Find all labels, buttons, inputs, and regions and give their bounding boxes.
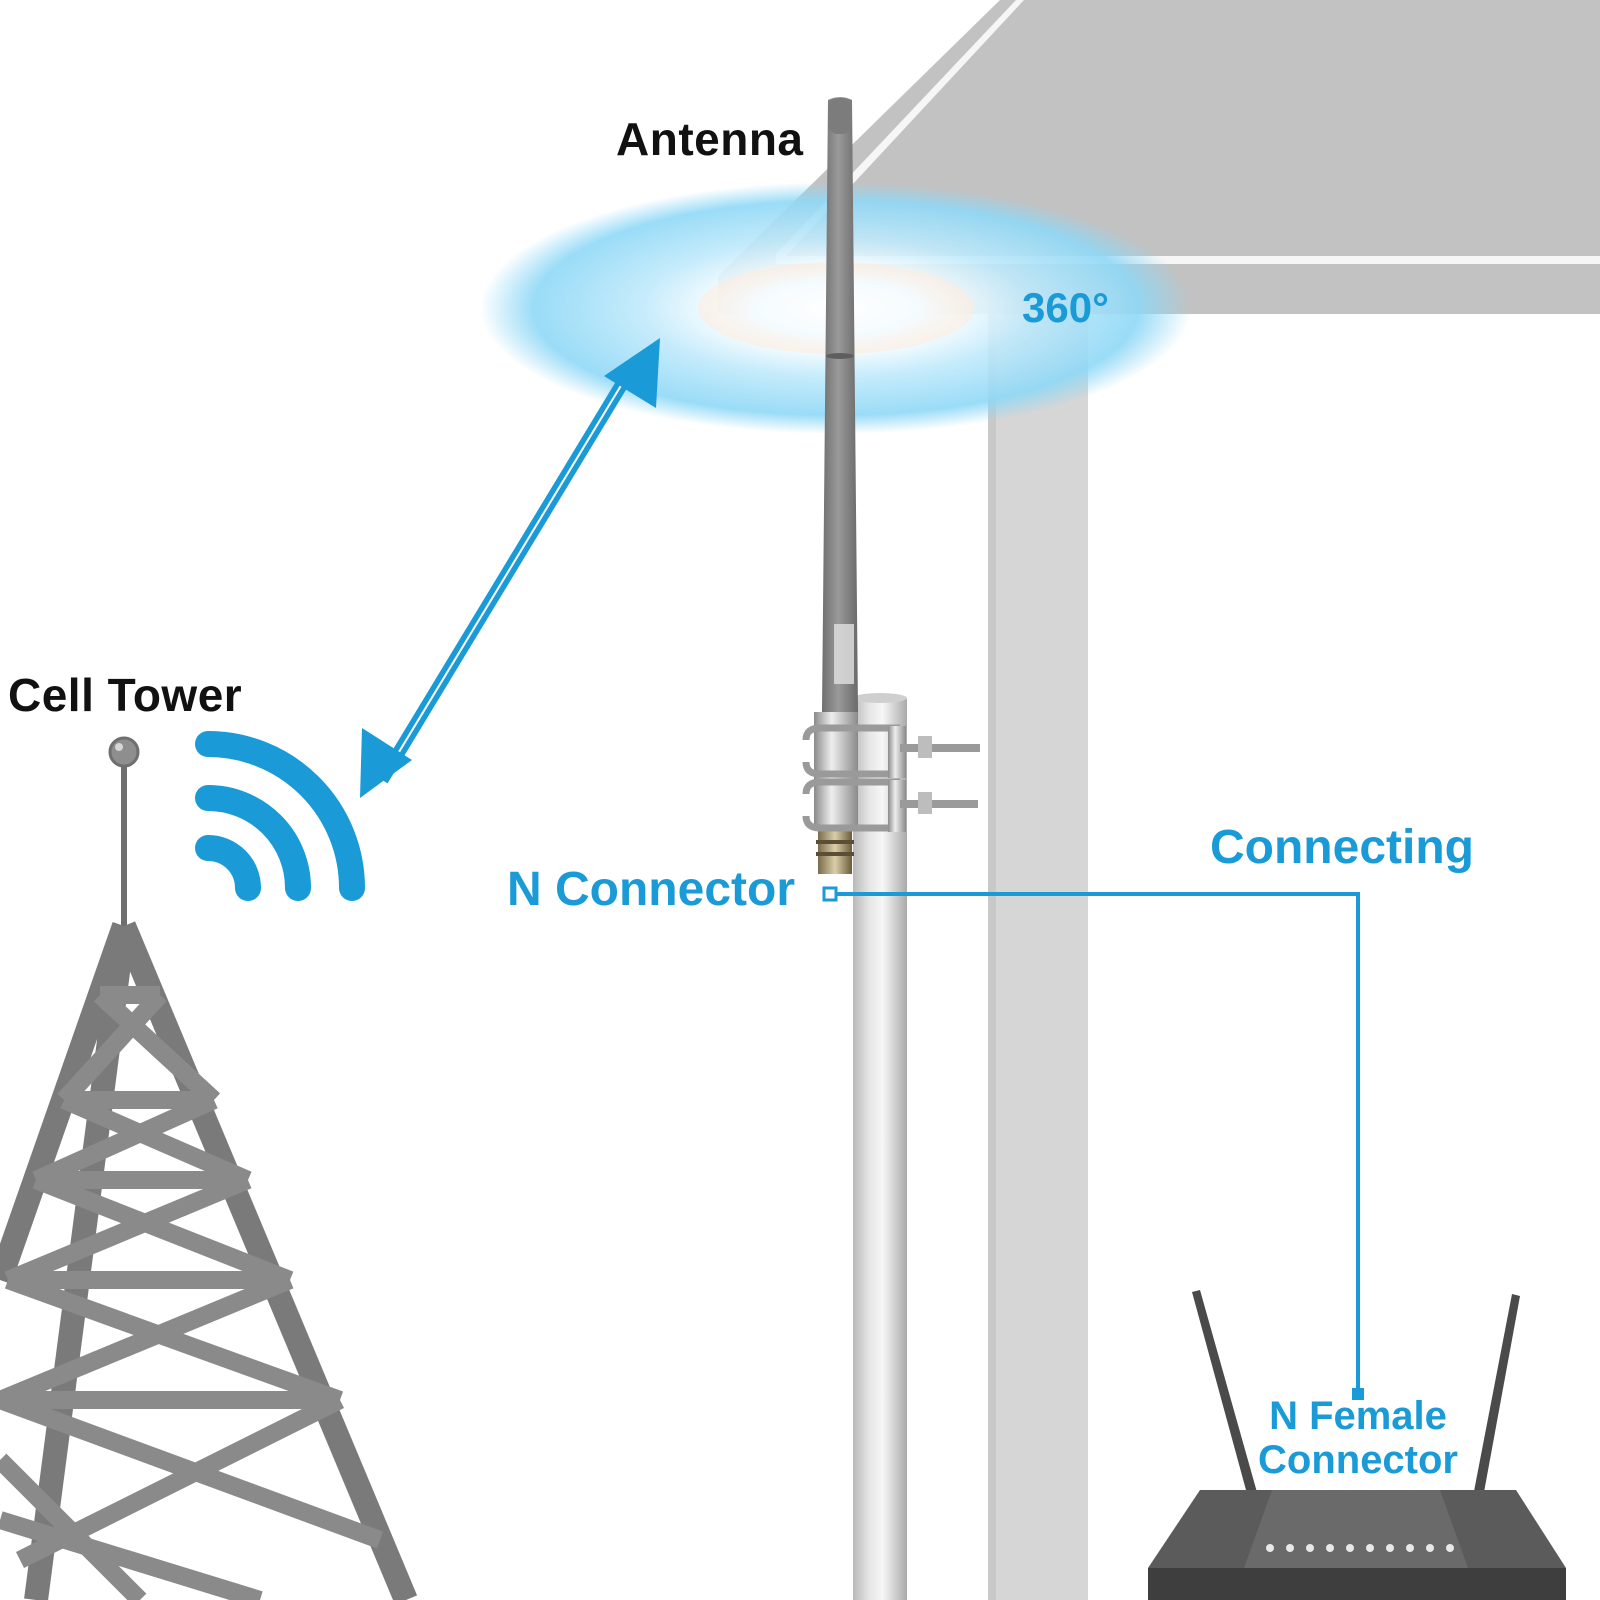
connector-dot [1352, 1388, 1364, 1400]
signal-waves-icon [195, 731, 365, 901]
clamp-lower [802, 778, 978, 832]
pole-body [853, 698, 907, 1600]
pole-top [853, 693, 907, 703]
connector-ridge [816, 852, 854, 856]
antenna-tip [828, 98, 852, 134]
arrow-head-bottom [360, 728, 412, 798]
router-antenna-right [1470, 1294, 1520, 1514]
n-female-connector-label: N Female Connector [1258, 1394, 1458, 1482]
connector-ridge [816, 840, 854, 844]
antenna-sticker [834, 624, 854, 684]
antenna-joint [826, 353, 854, 359]
wall-column [988, 314, 1088, 1600]
wall-column-shade [988, 314, 996, 1600]
connection-line [822, 886, 1364, 1400]
mounting-pole [853, 693, 907, 1600]
router-top-facet [1244, 1490, 1468, 1568]
n-connector-label: N Connector [507, 863, 795, 916]
connecting-label: Connecting [1210, 821, 1474, 874]
arrow-head-top [604, 338, 660, 408]
arrow-shaft-highlight [381, 373, 629, 781]
double-arrow-icon [360, 338, 660, 798]
router-antenna-left [1192, 1290, 1262, 1512]
coverage-label: 360° [1022, 284, 1109, 331]
router-icon [1148, 1290, 1566, 1600]
tower-beacon [108, 736, 140, 768]
clamp-upper [802, 724, 980, 778]
connection-path [836, 892, 1360, 1392]
connector-dot [822, 886, 838, 902]
cell-tower-icon [0, 736, 418, 1600]
tower-bracing [0, 986, 384, 1600]
router-leds [1266, 1544, 1454, 1552]
router-front [1148, 1568, 1566, 1600]
antenna-radome [822, 97, 858, 712]
cell-tower-label: Cell Tower [8, 669, 243, 721]
mounting-clamps [802, 724, 980, 832]
antenna-label: Antenna [616, 113, 804, 165]
